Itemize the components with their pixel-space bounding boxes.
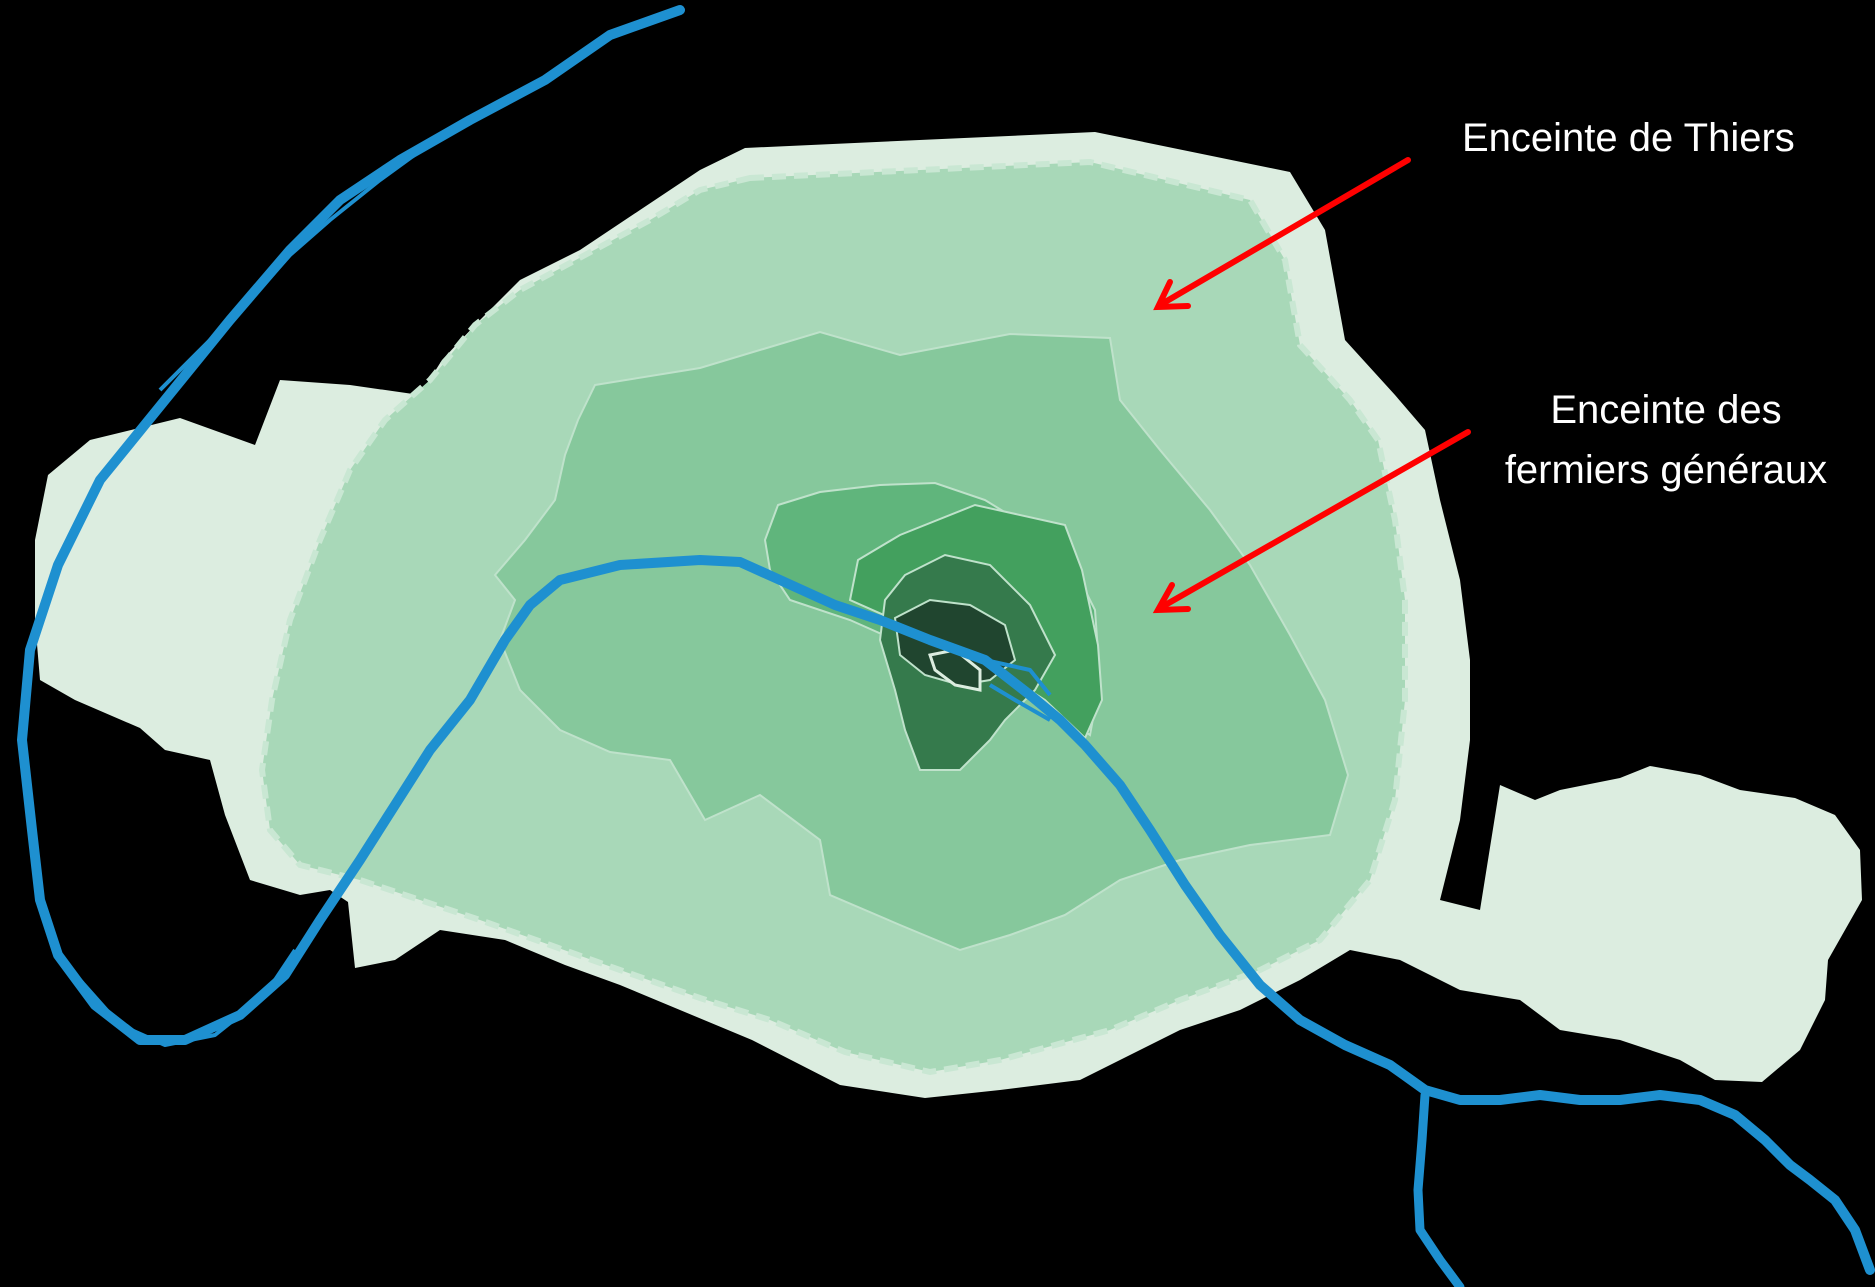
label-thiers-text: Enceinte de Thiers — [1462, 116, 1795, 160]
river-marne — [1413, 1090, 1465, 1287]
label-enceinte-fermiers-generaux: Enceinte des fermiers généraux — [1466, 380, 1866, 500]
label-enceinte-de-thiers: Enceinte de Thiers — [1462, 108, 1795, 168]
arrow-fermiers-generaux — [1152, 429, 1471, 614]
arrow-thiers — [1153, 157, 1411, 311]
river-side-channel-east — [984, 658, 1052, 722]
river-seine — [17, 5, 1875, 1275]
label-fermiers-line2: fermiers généraux — [1504, 448, 1828, 492]
label-fermiers-line1: Enceinte des — [1550, 388, 1782, 432]
river-side-channel-west — [78, 138, 437, 1047]
